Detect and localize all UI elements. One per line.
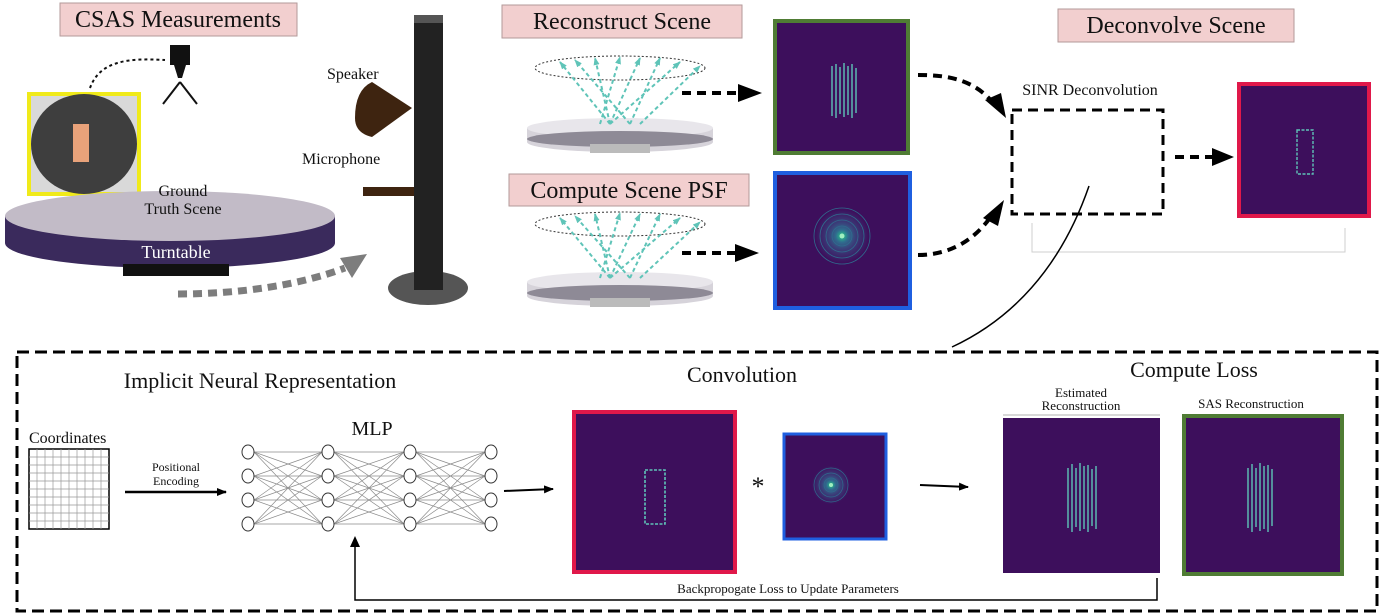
csas-title: CSAS Measurements xyxy=(75,7,281,33)
rotation-arrow xyxy=(177,264,347,298)
reconstruct-title: Reconstruct Scene xyxy=(533,9,711,35)
mlp-node xyxy=(484,492,498,508)
mlp-edge xyxy=(415,451,486,525)
psf-geometry-icon xyxy=(527,211,713,307)
microphone-label: Microphone xyxy=(302,151,380,168)
mlp-node xyxy=(484,468,498,484)
arrow-recon-to-deconv xyxy=(917,73,1006,118)
camera-icon xyxy=(162,45,198,105)
mlp-node xyxy=(403,516,417,532)
mlp-edge xyxy=(415,451,486,477)
camera-link-dotted xyxy=(89,58,166,89)
positional-encoding-label-1: Positional xyxy=(152,460,201,474)
mlp-edge xyxy=(253,451,323,477)
mlp-node xyxy=(403,492,417,508)
coordinates-label: Coordinates xyxy=(29,430,106,447)
inr-title: Implicit Neural Representation xyxy=(124,368,396,393)
estimated-reconstruction-image xyxy=(1003,414,1160,573)
estimated-reconstruction-label-1: Estimated xyxy=(1055,385,1107,400)
mlp-node xyxy=(241,516,255,532)
ground-truth-photo xyxy=(27,92,141,196)
arrow-to-reconstruction xyxy=(682,84,762,102)
inr-scene-estimate xyxy=(572,410,737,574)
mlp-node xyxy=(241,468,255,484)
backpropagate-label: Backpropogate Loss to Update Parameters xyxy=(677,581,899,596)
mlp-edge xyxy=(333,451,405,501)
mlp-edge xyxy=(333,451,405,525)
mlp-edge xyxy=(333,451,405,477)
compute-loss-title: Compute Loss xyxy=(1130,357,1258,382)
convolution-title: Convolution xyxy=(687,362,797,387)
mlp-node xyxy=(321,516,335,532)
turntable-label: Turntable xyxy=(141,242,210,262)
rotation-arrow-head xyxy=(340,254,367,278)
mlp-edge xyxy=(415,475,486,525)
psf-title-box: Compute Scene PSF xyxy=(508,173,750,207)
mlp-label: MLP xyxy=(351,418,392,440)
deconvolve-title: Deconvolve Scene xyxy=(1086,13,1265,39)
sensor-tower xyxy=(388,15,468,305)
mlp-edge xyxy=(253,475,323,525)
mlp-node xyxy=(484,444,498,460)
sas-reconstruction-top xyxy=(773,19,910,155)
convolution-operator: * xyxy=(752,472,765,501)
reconstruct-geometry-icon xyxy=(527,55,713,153)
mlp-node xyxy=(241,492,255,508)
speaker-label: Speaker xyxy=(327,66,379,83)
psf-image-top xyxy=(773,171,912,310)
mlp-network xyxy=(241,444,498,532)
speaker-icon xyxy=(355,82,412,137)
mlp-edges xyxy=(253,451,486,525)
mlp-edge xyxy=(253,499,323,525)
mlp-node xyxy=(403,444,417,460)
deconvolved-image-top xyxy=(1237,82,1371,218)
mlp-edge xyxy=(333,475,405,525)
sas-reconstruction-bottom xyxy=(1182,414,1344,576)
mlp-edge xyxy=(333,499,405,525)
mlp-edge xyxy=(253,451,323,501)
psf-image-bottom xyxy=(782,432,888,541)
mlp-edge xyxy=(415,451,486,501)
mlp-output-arrow xyxy=(503,485,554,494)
sinr-label: SINR Deconvolution xyxy=(1022,82,1158,99)
deconvolve-title-box: Deconvolve Scene xyxy=(1057,8,1295,43)
positional-encoding-label-2: Encoding xyxy=(153,474,199,488)
mlp-edge xyxy=(415,499,486,525)
mlp-edge xyxy=(253,451,323,525)
sinr-shadow-line xyxy=(1031,223,1346,253)
zoom-connector xyxy=(951,185,1090,348)
mlp-node xyxy=(403,468,417,484)
coordinates-grid xyxy=(28,448,110,530)
mlp-node xyxy=(321,468,335,484)
mlp-node xyxy=(241,444,255,460)
csas-title-box: CSAS Measurements xyxy=(59,2,298,37)
ground-truth-label-2: Truth Scene xyxy=(144,201,221,218)
turntable xyxy=(5,191,335,276)
convolution-output-arrow xyxy=(919,482,969,491)
sinr-deconvolution-box xyxy=(1010,108,1165,216)
estimated-reconstruction-label-2: Reconstruction xyxy=(1042,398,1121,413)
mlp-node xyxy=(321,444,335,460)
mlp-node xyxy=(484,516,498,532)
sas-reconstruction-label: SAS Reconstruction xyxy=(1198,396,1304,411)
microphone-icon xyxy=(363,187,414,196)
arrow-to-deconvolved xyxy=(1175,148,1234,166)
arrow-to-psf xyxy=(682,244,759,262)
mlp-node xyxy=(321,492,335,508)
backpropagation-arrow-head xyxy=(350,536,360,547)
backpropagation-loop xyxy=(354,545,1158,601)
arrow-psf-to-deconv xyxy=(917,200,1004,257)
psf-title: Compute Scene PSF xyxy=(530,178,727,204)
reconstruct-title-box: Reconstruct Scene xyxy=(501,4,743,39)
ground-truth-label-1: Ground xyxy=(159,183,208,200)
